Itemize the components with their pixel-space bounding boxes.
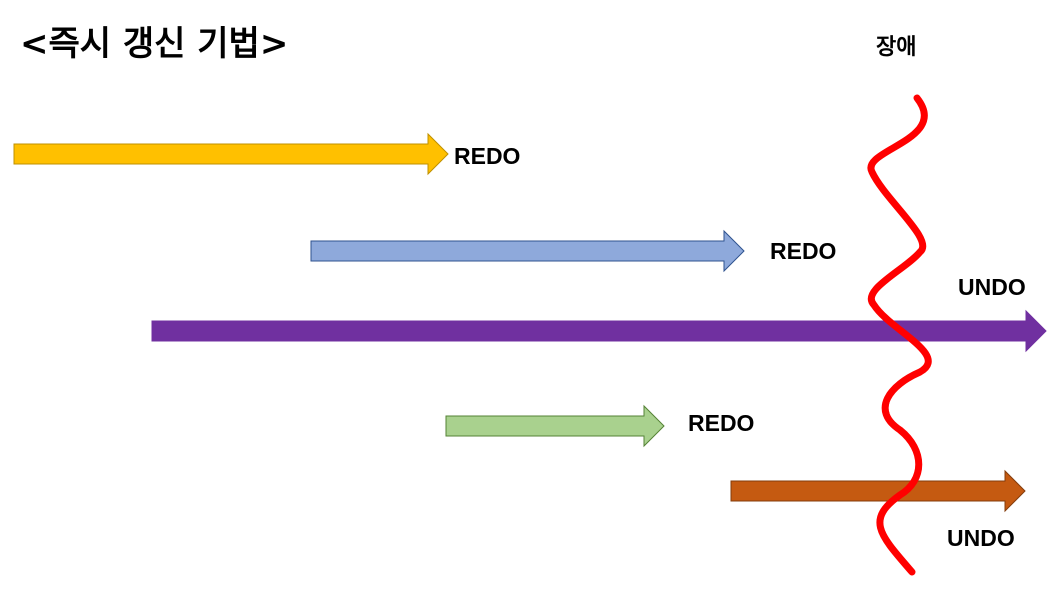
transaction-label-2: REDO [770, 238, 836, 264]
transaction-arrow-2 [310, 229, 745, 273]
transaction-label-4: REDO [688, 410, 754, 436]
diagram-title: <즉시 갱신 기법> [20, 24, 288, 64]
transactions: REDO REDO UNDO REDO UNDO [13, 132, 1047, 551]
transaction-label-3: UNDO [958, 274, 1026, 300]
failure-label: 장애 [876, 35, 916, 60]
transaction-label-1: REDO [454, 143, 520, 169]
failure-line [867, 94, 932, 576]
transaction-arrow-4 [445, 404, 665, 448]
transaction-arrow-1 [13, 132, 449, 176]
transaction-label-5: UNDO [947, 525, 1015, 551]
transaction-arrow-3 [151, 309, 1047, 353]
transaction-arrow-5 [730, 469, 1026, 513]
